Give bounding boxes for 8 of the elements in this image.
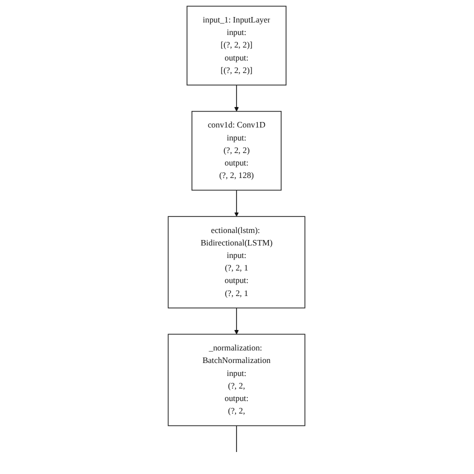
node-box: ectional(lstm): Bidirectional(LSTM) input: (?, 2, 1 output: (?, 2, 1 — [168, 216, 306, 308]
arrow — [234, 308, 240, 334]
node-box: conv1d: Conv1D input: (?, 2, 2) output: (?, 2, 128) — [192, 110, 282, 191]
arrow — [234, 190, 240, 217]
node-box: input_1: InputLayer input: [(?, 2, 2)] output: [(?, 2, 2)] — [187, 6, 287, 86]
node-box: _normalization: BatchNormalization input: (?, 2, output: (?, 2, — [168, 334, 306, 426]
arrow — [234, 84, 240, 112]
connector — [236, 425, 238, 452]
